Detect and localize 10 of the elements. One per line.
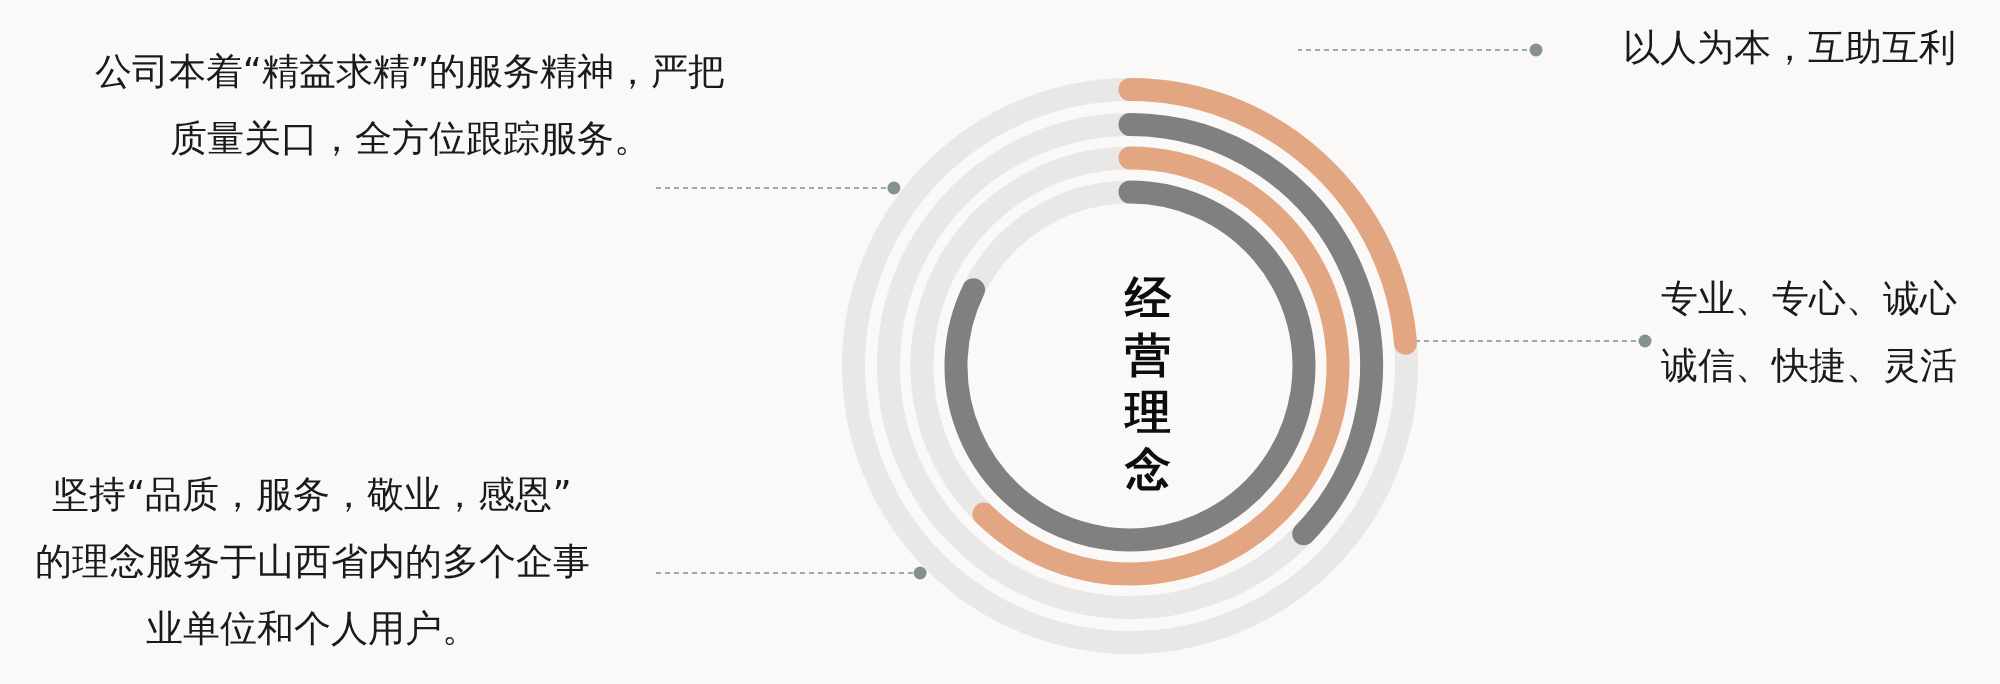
- leader-line: [655, 566, 927, 580]
- description-text: 公司本着“精益求精”的服务精神，严把质量关口，全方位跟踪服务。: [94, 38, 726, 172]
- description-text: 坚持“品质，服务，敬业，感恩”的理念服务于山西省内的多个企事业单位和个人用户。: [34, 461, 590, 662]
- leader-line: [655, 181, 901, 195]
- ring-chart: [842, 78, 1419, 654]
- value-text: 专业、专心、诚心: [1661, 276, 1957, 322]
- value-text: 诚信、快捷、灵活: [1661, 343, 1957, 389]
- slogan-text: 以人为本，互助互利: [1623, 14, 1956, 81]
- center-title: 经营理念: [1125, 270, 1171, 498]
- leader-line: [1297, 43, 1543, 57]
